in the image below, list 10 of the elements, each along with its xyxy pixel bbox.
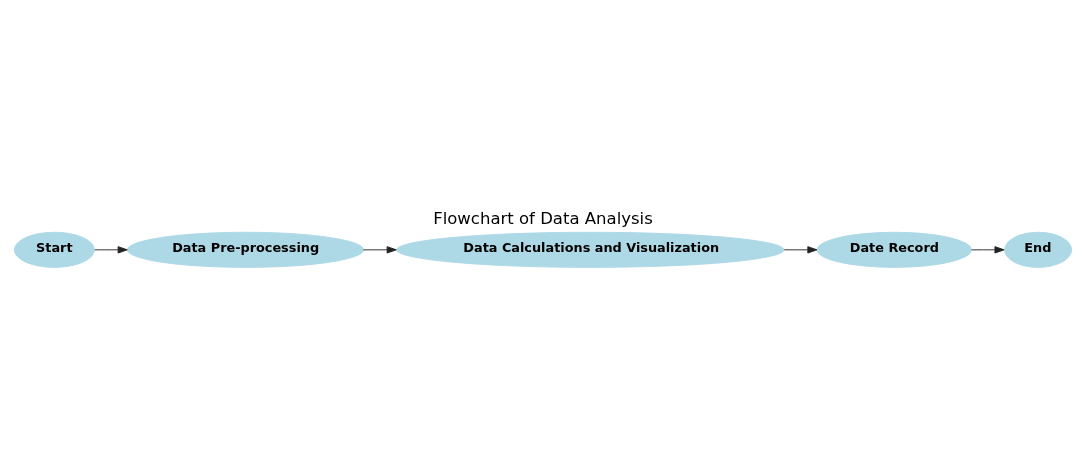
node-ellipse: Data Pre-processing	[126, 231, 365, 268]
node-ellipse: Data Calculations and Visualization	[396, 231, 785, 268]
arrow	[363, 245, 397, 253]
diagram-title: Flowchart of Data Analysis	[433, 208, 653, 228]
arrow	[94, 245, 128, 253]
arrow	[971, 245, 1005, 253]
arrow	[783, 245, 818, 253]
node-ellipse: Start	[13, 231, 95, 268]
node-ellipse: Date Record	[816, 231, 972, 268]
node-ellipse: End	[1004, 231, 1073, 268]
